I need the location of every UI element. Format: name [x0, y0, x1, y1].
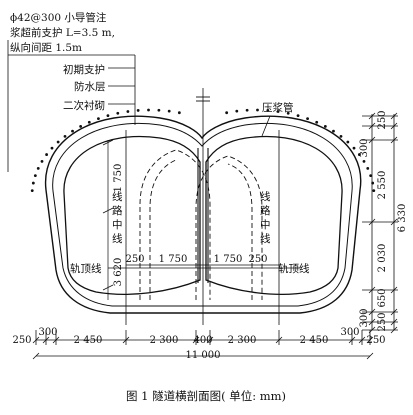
inner-dashed-arch-right-c — [227, 163, 253, 300]
secondary-lining-inner-profile — [63, 136, 201, 296]
grouting-pipe-dot — [147, 108, 150, 112]
waterproof-layer-profile — [52, 123, 353, 307]
waterproof-layer-label: 防水层 — [74, 80, 106, 93]
grouting-pipe-dot — [97, 117, 100, 121]
dim-bottom-300-right: 300 — [340, 327, 359, 338]
grouting-pipe-dot — [30, 189, 34, 193]
left-dim-tick-3 — [102, 284, 114, 291]
grouting-pipe-dot — [157, 108, 161, 112]
grouting-pipe-dot — [87, 120, 91, 124]
secondary-lining-label: 二次衬砌 — [63, 99, 105, 112]
dim-right-650: 650 — [377, 288, 388, 307]
dim-bottom-250-right: 250 — [366, 335, 385, 346]
grouting-pipe-dot — [369, 174, 373, 178]
grouting-pipe-dot — [362, 159, 366, 163]
grouting-pipe-dot — [33, 174, 37, 178]
dimension-tick — [32, 352, 40, 360]
grouting-pipe-dot — [286, 111, 290, 115]
dim-inner-1750-right: 1 750 — [214, 254, 243, 265]
grouting-pipe-dot — [225, 111, 229, 115]
grout-pipe-label: 压浆管 — [262, 101, 294, 114]
dim-inner-1750-left: 1 750 — [159, 254, 188, 265]
grouting-pipe-dot — [116, 111, 120, 115]
grouting-pipe-dot — [358, 153, 361, 156]
dim-right-2030: 2 030 — [377, 244, 388, 273]
dim-bottom-250-left: 250 — [12, 335, 31, 346]
grouting-pipe-dot — [167, 109, 171, 113]
grouting-pipe-dot — [136, 109, 140, 112]
grouting-pipe-dot — [323, 125, 327, 128]
dim-left-1750-vertical: 1 750 — [113, 164, 124, 193]
grouting-pipe-dot — [177, 111, 181, 115]
grouting-pipe-dot — [332, 129, 335, 133]
grouting-pipe-dot — [245, 108, 249, 112]
route-centerline-right-label: 线路中线 — [260, 190, 271, 245]
dim-right-2550: 2 550 — [377, 171, 388, 200]
rail-top-line-left-label: 轨顶线 — [70, 262, 102, 275]
dim-inner-250-left: 250 — [125, 254, 144, 265]
grouting-pipe-dot — [352, 146, 356, 150]
grouting-pipe-dot — [276, 110, 280, 113]
grouting-pipe-dot — [306, 117, 309, 121]
grouting-pipe-dot — [71, 129, 74, 133]
grouting-pipe-dot — [266, 109, 270, 112]
grouting-pipe-dot — [40, 159, 44, 163]
dim-bottom-2300-right: 2 300 — [228, 335, 257, 346]
dim-bottom-400: 400 — [193, 335, 212, 346]
rail-top-line-right-label: 轨顶线 — [278, 262, 310, 275]
grouting-pipe-dot — [339, 134, 343, 138]
dim-left-3620: 3 620 — [113, 258, 124, 287]
grouting-pipe-dot — [36, 166, 40, 170]
grouting-pipe-dot — [63, 134, 67, 138]
grouting-pipe-dot — [346, 140, 350, 144]
dim-right-250-top: 250 — [377, 110, 388, 129]
dim-right-300-bottom: 300 — [359, 308, 370, 327]
bottom-dimension-ticks — [32, 330, 374, 360]
grouting-pipe-dot — [79, 125, 83, 128]
grouting-pipe-dot — [126, 110, 130, 113]
dim-right-250-bottom: 250 — [377, 312, 388, 331]
grouting-pipe-dot — [315, 120, 319, 124]
dim-bottom-2300-left: 2 300 — [150, 335, 179, 346]
grouting-pipe-dot — [45, 153, 48, 156]
left-dim-tick-1 — [102, 139, 114, 146]
route-centerline-left-label: 线路中线 — [112, 190, 123, 245]
dim-inner-250-right: 250 — [248, 254, 267, 265]
secondary-lining-inner-profile-right — [205, 136, 343, 296]
grouting-pipe-dot — [296, 114, 300, 118]
dim-right-6330: 6 330 — [397, 204, 408, 233]
grouting-pipe-dot — [235, 109, 239, 113]
right-dimension-ticks — [362, 112, 398, 334]
primary-support-label: 初期支护 — [63, 63, 105, 76]
dim-bottom-2450-right: 2 450 — [300, 335, 329, 346]
dimension-tick — [366, 352, 374, 360]
left-dim-tick-2 — [102, 207, 114, 214]
primary-support-outer-profile — [44, 115, 362, 314]
callout-line-2: 浆超前支护 L=3.5 m, — [10, 26, 115, 39]
dim-bottom-2450-left: 2 450 — [74, 335, 103, 346]
grouting-pipe-dot — [106, 114, 110, 118]
callout-line-3: 纵向间距 1.5m — [10, 41, 82, 54]
grouting-pipe-dot — [256, 108, 259, 112]
callout-line-1: ϕ42@300 小导管注 — [10, 11, 107, 24]
grout-pipe-leader — [261, 115, 271, 137]
dim-right-300-top: 300 — [359, 138, 370, 157]
inner-dashed-arch-left — [139, 149, 211, 300]
grouting-pipe-dot — [31, 181, 35, 185]
dim-total-width: 11 000 — [186, 350, 221, 361]
grouting-pipe-dot — [50, 146, 54, 150]
dim-bottom-300-left: 300 — [38, 327, 57, 338]
grouting-pipe-dot — [366, 166, 370, 170]
inner-dashed-arch-right — [149, 159, 177, 300]
figure-caption: 图 1 隧道横剖面图( 单位: mm) — [126, 389, 286, 403]
grouting-pipe-dot — [372, 189, 376, 193]
grouting-pipe-dot — [56, 140, 60, 144]
